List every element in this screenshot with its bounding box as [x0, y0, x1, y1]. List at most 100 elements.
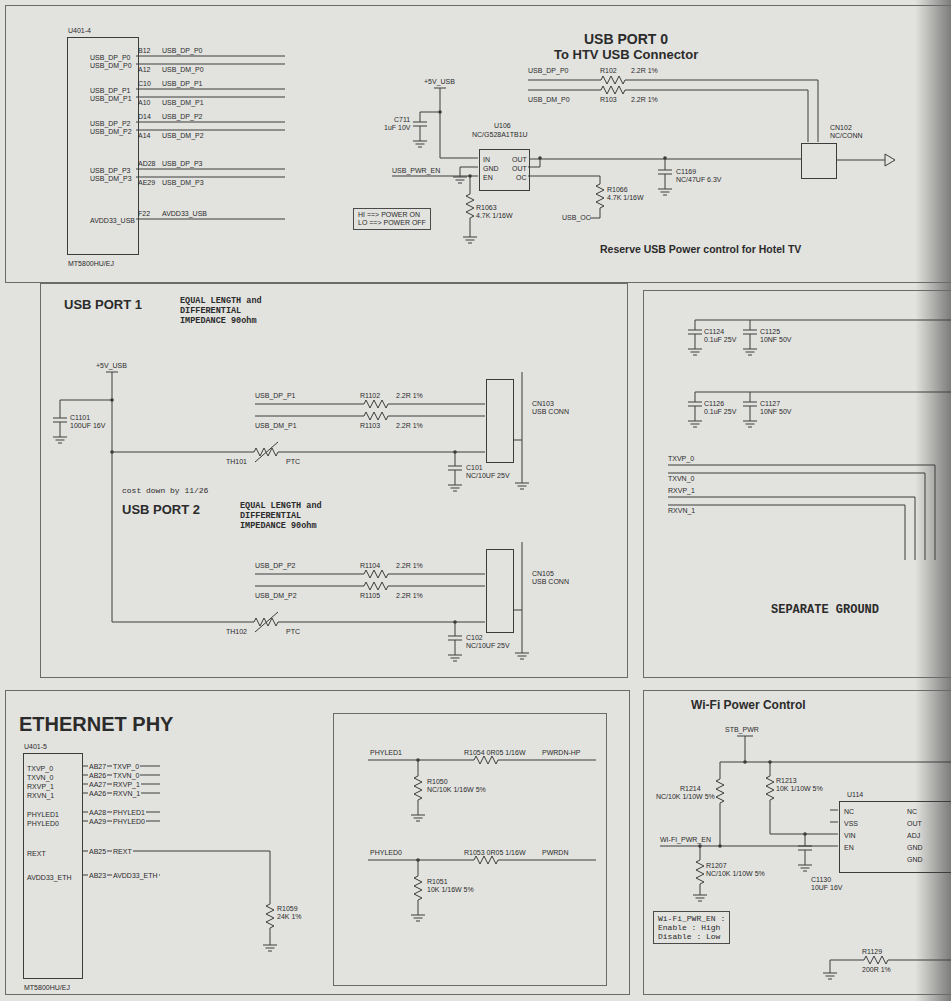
- junction-dot: [698, 844, 702, 848]
- wire: [53, 408, 67, 432]
- part-value: 4.7K 1/16W: [607, 194, 644, 202]
- part-ref: R102: [600, 67, 617, 75]
- schematic-text: R1051: [427, 878, 448, 886]
- ic-symbol: U401-4USB_DP_P0USB_DM_P0USB_DP_P1USB_DM_…: [67, 37, 139, 255]
- wire: [688, 392, 702, 416]
- pin-name: NC/G528A1TB1U: [472, 131, 528, 139]
- pin-name: OC: [516, 174, 527, 182]
- junction-dot: [438, 110, 442, 114]
- wire: [414, 772, 422, 802]
- part-ref: R1214: [680, 785, 701, 793]
- pin-name: RXVN_1: [27, 791, 54, 800]
- pin-name: PHYLED0: [27, 819, 59, 828]
- wire: [360, 570, 390, 578]
- wire: [513, 542, 522, 648]
- wire: [413, 112, 427, 136]
- pin-number: AE29: [138, 179, 155, 187]
- wire: [743, 344, 757, 355]
- region-panel: PHYLED1R1054 0R05 1/16WPWRDN-HPR1050NC/1…: [5, 690, 630, 995]
- net-label: AVDD33_ETH: [112, 871, 159, 880]
- part-value: PTC: [286, 458, 300, 466]
- part-ref: C1124: [704, 328, 724, 336]
- section-title: USB PORT 2: [122, 502, 200, 517]
- net-label: USB_DP_P1: [162, 80, 202, 88]
- wire: [414, 872, 422, 902]
- pin-number: A12: [138, 66, 150, 74]
- pin-number: AA27: [88, 780, 107, 789]
- wire: [263, 940, 277, 951]
- junction-dot: [453, 620, 457, 624]
- wire: [420, 88, 478, 158]
- net-label: USB_DP_P2: [162, 113, 202, 121]
- wire: [596, 180, 604, 210]
- part-ref: C1126: [704, 400, 724, 408]
- note-line: Disable : Low: [658, 932, 725, 941]
- wire: [82, 766, 270, 900]
- pin-number: C10: [138, 80, 151, 88]
- wire: [695, 320, 951, 392]
- pin-number: AD28: [138, 160, 156, 168]
- part-ref: C1130: [811, 876, 831, 884]
- net-label: TXVN_0: [668, 475, 694, 483]
- part-value: 2.2R 1%: [631, 67, 658, 75]
- wire: [696, 856, 704, 886]
- pin-number: AB27: [88, 762, 107, 771]
- part-value: 24K 1%: [277, 913, 302, 921]
- net-label: USB_DP_P1: [255, 392, 295, 400]
- wire: [448, 480, 462, 491]
- wire: [418, 902, 419, 910]
- part-value: 0.1uF 25V: [704, 408, 736, 416]
- part-ref: CN103: [532, 400, 554, 408]
- part-ref: R1213: [776, 777, 797, 785]
- ic-symbol: U401-5TXVP_0TXVN_0RXVP_1RXVN_1PHYLED1PHY…: [23, 753, 83, 979]
- wire: [693, 890, 707, 901]
- part-value: 1uF 10V: [384, 124, 410, 132]
- part-value: 2.2R 1%: [396, 562, 423, 570]
- wire: [453, 172, 467, 183]
- part-ref: U401-4: [68, 27, 91, 35]
- net-label: PHYLED0: [112, 817, 146, 826]
- wire: [466, 190, 474, 220]
- part-ref: C1127: [760, 400, 780, 408]
- section-title: USB PORT 0: [584, 31, 668, 47]
- pin-number: AA29: [88, 817, 107, 826]
- junction-dot: [803, 832, 807, 836]
- region-panel: U401-4USB_DP_P0USB_DM_P0USB_DP_P1USB_DM_…: [5, 5, 951, 283]
- schematic-text: R1050: [427, 778, 448, 786]
- note-text: Reserve USB Power control for Hotel TV: [600, 243, 801, 255]
- pin-name: EN: [844, 844, 854, 852]
- pin-number: AB26: [88, 771, 107, 780]
- wire: [411, 910, 425, 921]
- wire: [743, 320, 757, 344]
- net-label: AVDD33_USB: [162, 210, 207, 218]
- schematic-text: R1053 0R05 1/16W: [464, 849, 525, 857]
- note-line: HI ==> POWER ON: [358, 211, 426, 219]
- wire: [658, 160, 672, 184]
- wire: [60, 372, 118, 622]
- wire: [136, 56, 285, 219]
- connector-symbol: CN102NC/CONN: [801, 143, 837, 179]
- pin-number: D14: [138, 113, 151, 121]
- wire: [255, 586, 485, 587]
- pin-name: USB_DP_P2: [90, 120, 130, 128]
- net-label: RXVP_1: [112, 780, 141, 789]
- part-ref: R1059: [277, 905, 298, 913]
- note-line: Wi-Fi_PWR_EN :: [658, 914, 725, 923]
- net-label: USB_OC: [562, 214, 591, 222]
- pin-number: A14: [138, 132, 150, 140]
- pin-name: AVDD33_ETH: [27, 873, 72, 882]
- wire: [770, 762, 838, 834]
- net-label: TXVP_0: [668, 455, 694, 463]
- junction-dot: [110, 450, 114, 454]
- wire: [660, 810, 838, 846]
- note-line: LO ==> POWER OFF: [358, 219, 426, 227]
- net-label: USB_DP_P2: [255, 562, 295, 570]
- pin-name: RXVP_1: [27, 782, 54, 791]
- schematic-text: 10K 1/16W 5%: [427, 886, 474, 894]
- wire: [743, 416, 757, 427]
- pin-name: VIN: [844, 832, 856, 840]
- net-label: TXVP_0: [112, 762, 140, 771]
- pin-name: MT5800HU/EJ: [68, 260, 114, 268]
- wire: [597, 76, 627, 84]
